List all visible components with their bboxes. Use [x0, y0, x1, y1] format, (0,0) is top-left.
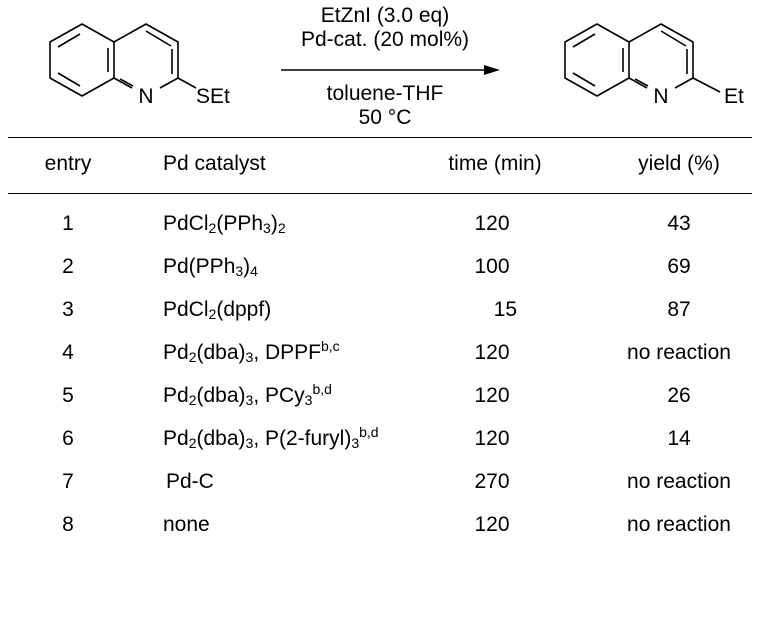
reactant-2-ethylthioquinoline — [49, 23, 197, 97]
cell-yield: 87 — [667, 298, 691, 321]
cell-time: 120 — [474, 212, 510, 235]
cell-entry: 1 — [62, 212, 74, 235]
cell-time: 100 — [474, 255, 510, 278]
product-nitrogen-label: N — [653, 85, 668, 108]
cell-entry: 8 — [62, 513, 74, 536]
cell-time: 120 — [474, 513, 510, 536]
cell-catalyst: Pd2(dba)3, PCy3b,d — [163, 381, 332, 408]
table-top-rule — [8, 137, 752, 138]
product-2-ethylquinoline — [564, 23, 721, 97]
cell-time: 120 — [474, 341, 510, 364]
cell-yield: 43 — [667, 212, 691, 235]
cell-yield: no reaction — [627, 513, 731, 536]
condition-line-1: toluene-THF — [327, 82, 444, 105]
reactant-nitrogen-label: N — [138, 85, 153, 108]
table-row: 3 PdCl2(dppf) 15 87 — [0, 298, 760, 330]
table-header-rule — [8, 193, 752, 194]
table-row: 5 Pd2(dba)3, PCy3b,d 120 26 — [0, 381, 760, 416]
table-row: 4 Pd2(dba)3, DPPFb,c 120 no reaction — [0, 338, 760, 373]
cell-catalyst: Pd(PPh3)4 — [163, 255, 258, 279]
cell-time: 15 — [493, 298, 517, 321]
cell-time: 120 — [474, 384, 510, 407]
table-row: 2 Pd(PPh3)4 100 69 — [0, 255, 760, 287]
cell-catalyst: none — [163, 513, 210, 536]
cell-yield: 69 — [667, 255, 691, 278]
cell-yield: 26 — [667, 384, 691, 407]
header-yield: yield (%) — [638, 152, 720, 175]
cell-entry: 6 — [62, 427, 74, 450]
cell-catalyst: PdCl2(dppf) — [163, 298, 272, 322]
header-catalyst: Pd catalyst — [163, 152, 266, 175]
table-row: 6 Pd2(dba)3, P(2-furyl)3b,d 120 14 — [0, 424, 760, 459]
table-row: 8 none 120 no reaction — [0, 513, 760, 545]
header-time: time (min) — [448, 152, 542, 175]
cell-yield: 14 — [667, 427, 691, 450]
cell-time: 270 — [474, 470, 510, 493]
table-row: 1 PdCl2(PPh3)2 120 43 — [0, 212, 760, 244]
reaction-scheme: N SEt EtZnI (3.0 eq) Pd-cat. (20 mol%) t… — [49, 4, 744, 129]
cell-catalyst: Pd-C — [166, 470, 214, 493]
cell-entry: 3 — [62, 298, 74, 321]
cell-yield: no reaction — [627, 470, 731, 493]
reaction-arrow — [281, 65, 500, 75]
header-entry: entry — [44, 152, 92, 175]
reactant-substituent-label: SEt — [196, 85, 230, 108]
cell-catalyst: Pd2(dba)3, P(2-furyl)3b,d — [163, 424, 379, 451]
cell-entry: 4 — [62, 341, 74, 364]
reagent-line-2: Pd-cat. (20 mol%) — [301, 28, 469, 51]
reagent-line-1: EtZnI (3.0 eq) — [321, 4, 449, 27]
cell-catalyst: PdCl2(PPh3)2 — [163, 212, 286, 236]
cell-entry: 5 — [62, 384, 74, 407]
product-substituent-label: Et — [724, 85, 744, 108]
table-row: 7 Pd-C 270 no reaction — [0, 470, 760, 502]
cell-entry: 2 — [62, 255, 74, 278]
cell-catalyst: Pd2(dba)3, DPPFb,c — [163, 338, 340, 365]
cell-time: 120 — [474, 427, 510, 450]
cell-entry: 7 — [62, 470, 74, 493]
condition-line-2: 50 °C — [359, 106, 412, 129]
cell-yield: no reaction — [627, 341, 731, 364]
